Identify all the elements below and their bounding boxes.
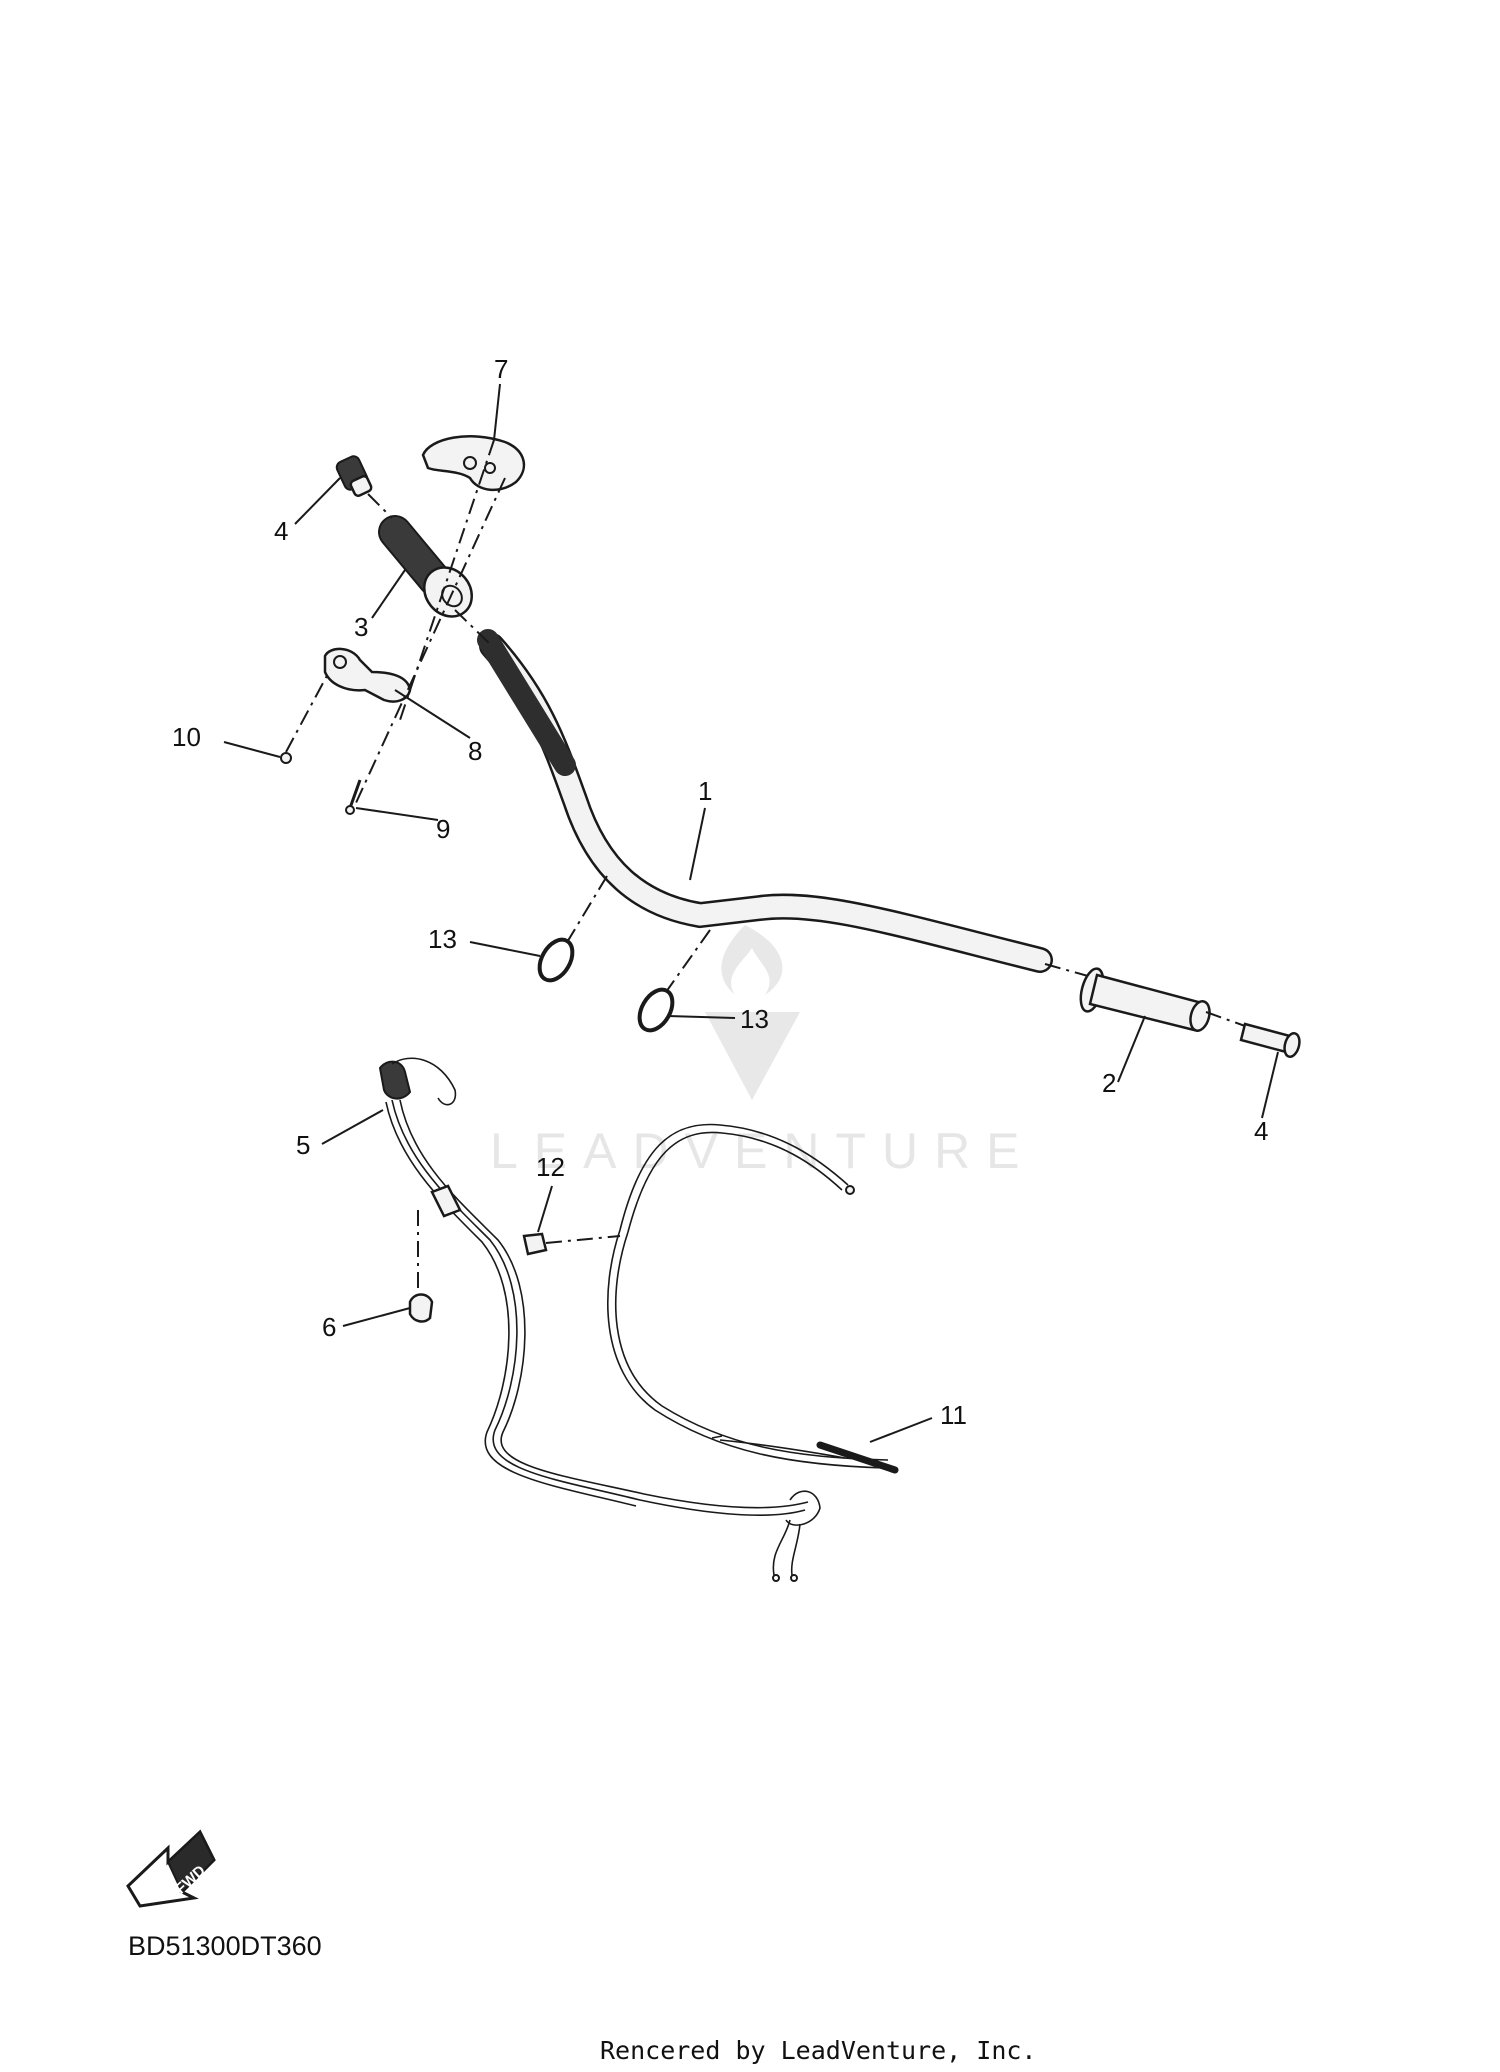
footer-credit: Rencered by LeadVenture, Inc. <box>600 2036 1037 2065</box>
callout-labels: 1 2 3 4 4 5 6 7 8 9 10 11 12 13 13 <box>172 354 1268 1430</box>
handlebar-switch <box>378 1057 821 1582</box>
callout-13-right: 13 <box>740 1004 769 1034</box>
throttle-cable <box>607 1123 899 1474</box>
callout-3: 3 <box>354 612 368 642</box>
callout-2: 2 <box>1102 1068 1116 1098</box>
callout-12: 12 <box>536 1152 565 1182</box>
watermark-text: LEADVENTURE <box>490 1123 1036 1179</box>
watermark-flame-icon <box>721 925 783 995</box>
handlebar <box>477 629 1053 973</box>
band-right <box>637 987 675 1033</box>
throttle-grip <box>378 515 473 618</box>
callout-5: 5 <box>296 1130 310 1160</box>
callout-4-left: 4 <box>274 516 288 546</box>
callout-11: 11 <box>940 1400 967 1430</box>
callout-13-left: 13 <box>428 924 457 954</box>
screw <box>345 779 362 815</box>
reference-code: BD51300DT360 <box>128 1931 322 1961</box>
band-left <box>537 937 575 983</box>
grip-right <box>1079 967 1211 1032</box>
cable-clip <box>522 1232 548 1256</box>
watermark-v-icon <box>705 1012 800 1100</box>
forward-arrow: FWD <box>126 1829 216 1908</box>
small-screw <box>280 752 292 764</box>
bar-end-left <box>335 455 373 497</box>
bar-end-right <box>1239 1022 1301 1058</box>
callout-7: 7 <box>494 354 508 384</box>
callout-6: 6 <box>322 1312 336 1342</box>
cable-clamp <box>408 1293 434 1323</box>
callout-10: 10 <box>172 722 201 752</box>
leader-lines <box>223 383 1279 1443</box>
callout-4-right: 4 <box>1254 1116 1268 1146</box>
callout-8: 8 <box>468 736 482 766</box>
watermark: LEADVENTURE <box>490 925 1036 1179</box>
callout-1: 1 <box>698 776 712 806</box>
throttle-housing <box>421 435 526 491</box>
throttle-housing-lower <box>323 647 412 703</box>
callout-9: 9 <box>436 814 450 844</box>
